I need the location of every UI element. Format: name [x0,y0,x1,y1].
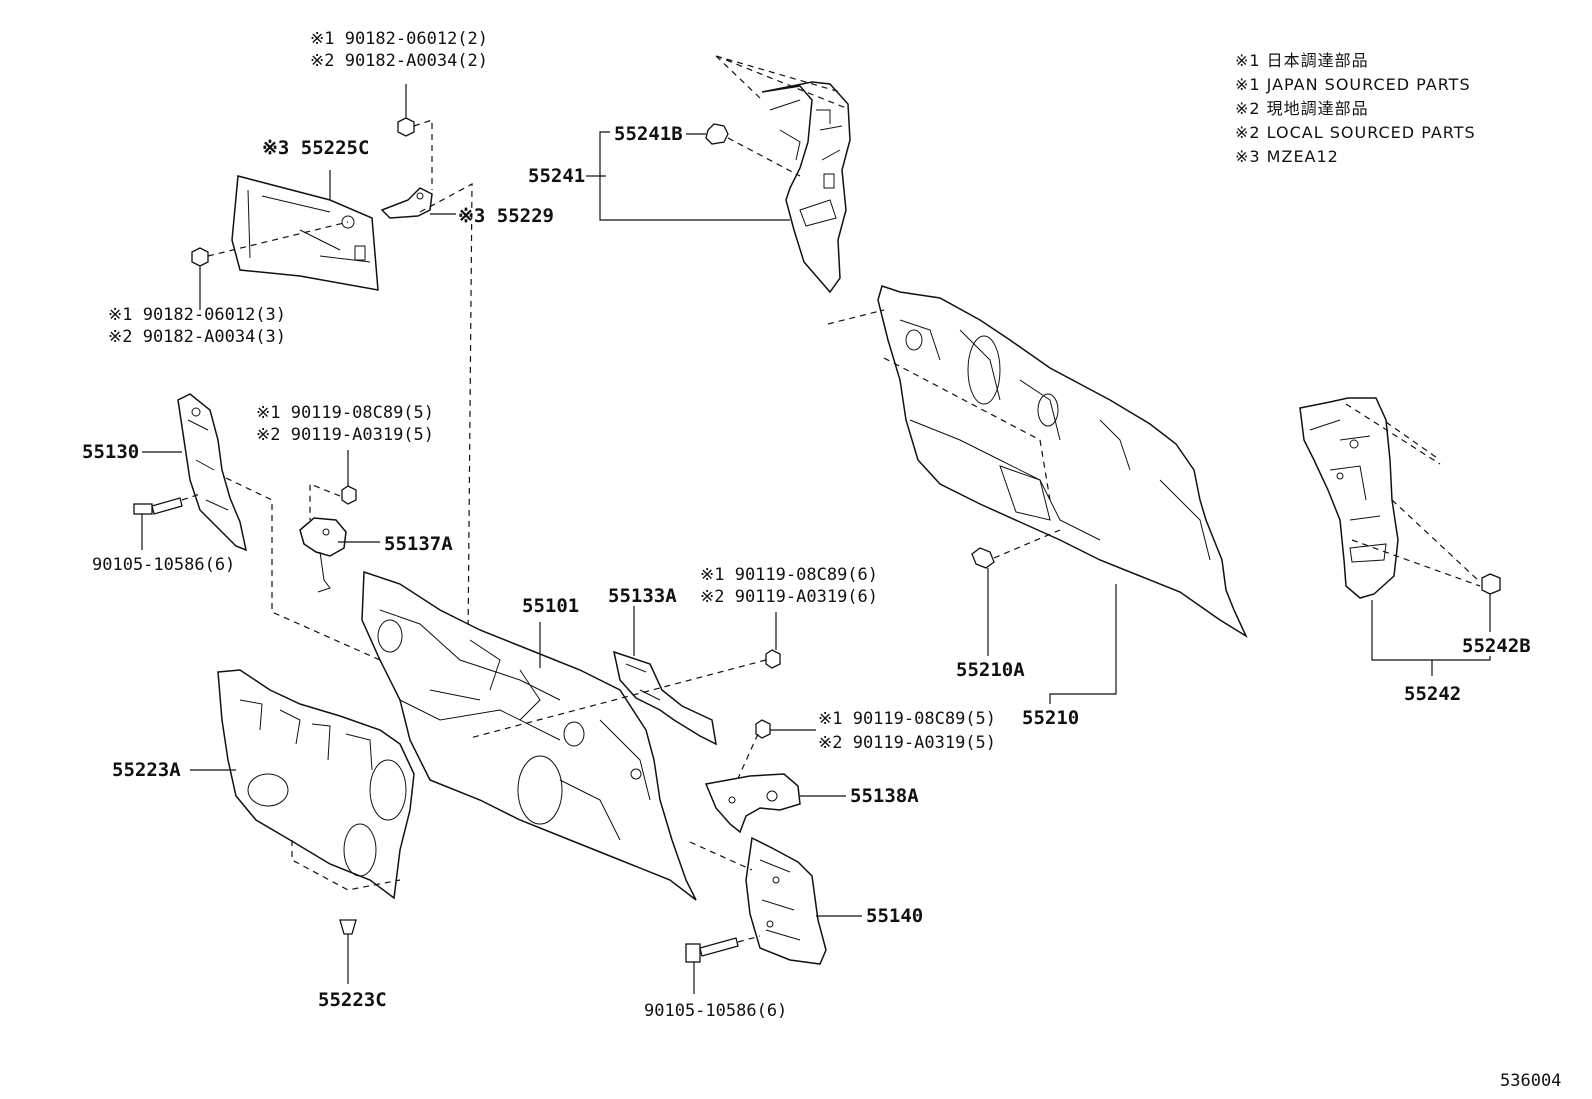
bolt-90105-left [133,497,183,550]
legend-line-3: ※2 現地調達部品 [1235,99,1369,118]
label-90182-A0034-3: ※2 90182-A0034(3) [108,327,286,347]
label-90119-A0319-6: ※2 90119-A0319(6) [700,587,878,607]
clip-55242B [1481,573,1501,595]
label-55138A: 55138A [850,785,919,807]
diagram-number: 536004 [1500,1071,1561,1091]
label-55241B: 55241B [614,123,683,145]
clip-55241B [705,123,729,145]
label-55210A: 55210A [956,659,1025,681]
label-90119-A0319-5-mid: ※2 90119-A0319(5) [818,733,996,753]
part-55241 [761,81,851,294]
label-55137A: 55137A [384,533,453,555]
label-55210: 55210 [1022,707,1079,729]
nut-90182-top [397,84,415,137]
label-90182-A0034-2: ※2 90182-A0034(2) [310,51,488,71]
part-55210 [877,285,1248,638]
label-55140: 55140 [866,905,923,927]
label-90119-A0319-5-top: ※2 90119-A0319(5) [256,425,434,445]
part-55138A [704,773,801,834]
label-55241: 55241 [528,165,585,187]
label-55133A: 55133A [608,585,677,607]
label-90182-06012-2: ※1 90182-06012(2) [310,29,488,49]
label-55130: 55130 [82,441,139,463]
label-55242B: 55242B [1462,635,1531,657]
part-55223A [217,669,415,900]
legend-line-2: ※1 JAPAN SOURCED PARTS [1235,75,1471,94]
bolt-90105-bottom [685,937,739,994]
label-90119-08C89-6: ※1 90119-08C89(6) [700,565,878,585]
part-55137A [299,517,347,593]
legend: ※1 日本調達部品 ※1 JAPAN SOURCED PARTS ※2 現地調達… [1235,51,1476,166]
legend-line-5: ※3 MZEA12 [1235,147,1339,166]
part-55140 [745,836,827,965]
label-55225C: ※3 55225C [262,137,369,159]
part-55130 [177,393,248,552]
part-55229 [380,187,433,219]
bolt-90119-mid [755,719,771,739]
clip-55223C [339,919,357,984]
clip-55210A [971,547,995,569]
label-55223C: 55223C [318,989,387,1011]
label-90182-06012-3: ※1 90182-06012(3) [108,305,286,325]
label-90119-08C89-5-mid: ※1 90119-08C89(5) [818,709,996,729]
label-55223A: 55223A [112,759,181,781]
label-90119-08C89-5-top: ※1 90119-08C89(5) [256,403,434,423]
label-90105-bottom: 90105-10586(6) [644,1001,787,1021]
label-90105-left: 90105-10586(6) [92,555,235,575]
bolt-90119-top [341,450,357,505]
legend-line-1: ※1 日本調達部品 [1235,51,1369,70]
nut-90182-left [191,247,209,310]
legend-line-4: ※2 LOCAL SOURCED PARTS [1235,123,1476,142]
label-55101: 55101 [522,595,579,617]
label-55229: ※3 55229 [458,205,554,227]
label-55242: 55242 [1404,683,1461,705]
part-55101 [361,570,697,901]
bolt-90119-6 [765,612,781,669]
